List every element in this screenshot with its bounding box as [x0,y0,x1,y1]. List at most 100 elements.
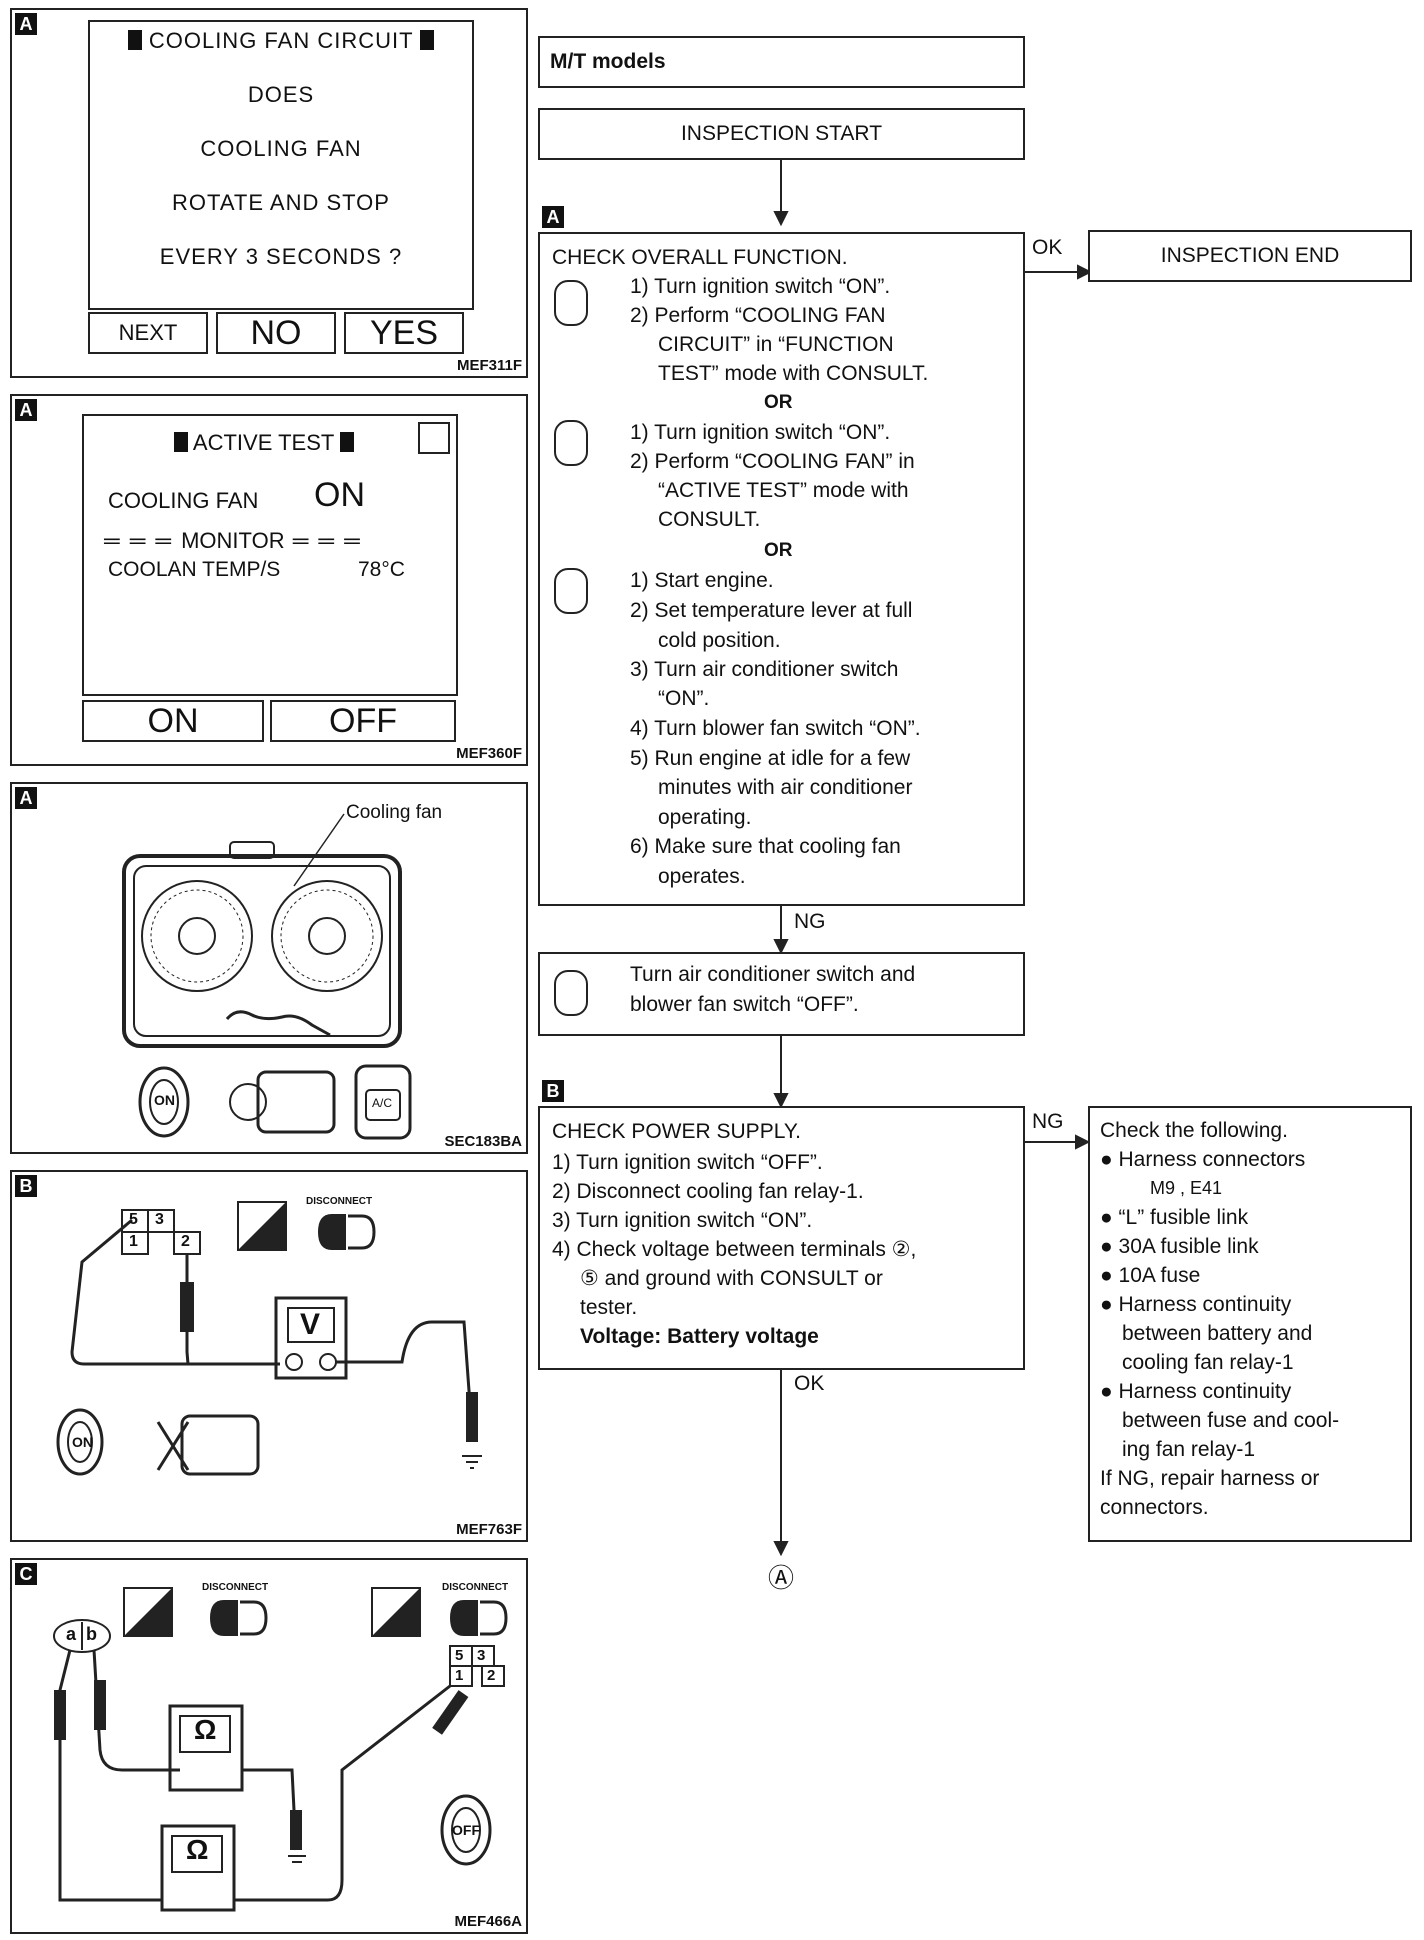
check-item: ● “L” fusible link [1100,1206,1249,1229]
disconnect-label: DISCONNECT [202,1582,269,1593]
step-tag-b: B [542,1080,564,1102]
checkbox[interactable] [418,422,450,454]
on-button[interactable]: ON [82,700,264,742]
next-button[interactable]: NEXT [88,312,208,354]
check-item: ● 30A fusible link [1100,1235,1259,1258]
continuity-circuit-drawing [53,1587,508,1912]
step-line: TEST” mode with CONSULT. [658,362,929,385]
step-line: 1) Turn ignition switch “ON”. [630,275,891,298]
ok-label: OK [794,1372,825,1395]
power-line: 4) Check voltage between terminals ②, [552,1238,917,1261]
connector-pin-b: b [86,1624,97,1644]
yes-button[interactable]: YES [344,312,464,354]
check-item: cooling fan relay-1 [1122,1351,1294,1374]
figure-code: MEF763F [456,1521,522,1538]
ok-label: OK [1032,236,1063,259]
step-line: operating. [658,806,752,829]
figure-code: MEF466A [454,1913,522,1930]
disconnect-label: DISCONNECT [442,1582,509,1593]
relay-terminal: 1 [129,1233,138,1250]
ohmmeter-label: Ω [194,1714,217,1745]
step-line: 1) Start engine. [630,569,774,592]
screen-title: COOLING FAN CIRCUIT [90,28,472,54]
check-overall-function-box [538,232,1025,906]
row-label: COOLING FAN [108,488,259,513]
step-tag: A [15,13,37,35]
check-item: ing fan relay-1 [1122,1438,1256,1461]
step-line: 2) Set temperature lever at full [630,599,913,622]
screen-line: EVERY 3 SECONDS ? [159,244,403,269]
inspection-end-box: INSPECTION END [1088,230,1412,282]
screen-title: ACTIVE TEST [174,430,355,456]
repair-note: connectors. [1100,1496,1209,1519]
step-tag-a: A [542,206,564,228]
voltage-circuit-drawing [56,1201,482,1476]
step-line: “ACTIVE TEST” mode with [658,479,909,502]
radiator-fan-drawing [122,813,412,1140]
panel-continuity-check: C a b Ω Ω 5 3 1 2 [10,1558,528,1934]
consult-icon [554,420,588,466]
ng-label: NG [794,910,826,933]
key-off-label: OFF [452,1822,480,1838]
check-item: ● Harness connectors [1100,1148,1306,1171]
step-line: operates. [658,865,746,888]
sensor-label: COOLAN TEMP/S [108,558,281,581]
step-line: cold position. [658,629,781,652]
panel-cooling-fan-circuit: A COOLING FAN CIRCUIT DOES COOLING FAN R… [10,8,528,378]
inspection-start-label: INSPECTION START [680,122,883,145]
monitor-divider: ═ ═ ═ MONITOR ═ ═ ═ [104,528,362,553]
step-tag: A [15,787,37,809]
relay-terminal: 2 [487,1667,496,1684]
disconnect-label: DISCONNECT [306,1196,373,1207]
step-line: 6) Make sure that cooling fan [630,835,901,858]
key-on-label: ON [72,1434,93,1450]
relay-terminal: 5 [455,1647,464,1664]
consult-screen: ACTIVE TEST COOLING FAN ON ═ ═ ═ MONITOR… [82,414,458,696]
panel-active-test: A ACTIVE TEST COOLING FAN ON ═ ═ ═ MONIT… [10,394,528,766]
relay-terminal: 2 [181,1233,190,1250]
step-line: CONSULT. [658,508,761,531]
step-line: “ON”. [658,687,710,710]
repair-note: If NG, repair harness or [1100,1467,1320,1490]
step-line: 3) Turn air conditioner switch [630,658,899,681]
panel-cooling-fan-illustration: A Cooling fan ON A/C SEC183BA [10,782,528,1154]
no-button[interactable]: NO [216,312,336,354]
relay-terminal: 3 [155,1211,164,1228]
connector-codes: M9 , E41 [1150,1178,1223,1198]
consult-screen: COOLING FAN CIRCUIT DOES COOLING FAN ROT… [88,20,474,310]
or-divider: OR [760,540,797,562]
screen-line: COOLING FAN [200,136,362,161]
check-overall-title: CHECK OVERALL FUNCTION. [552,246,848,269]
power-line: 1) Turn ignition switch “OFF”. [552,1151,823,1174]
turn-off-line: Turn air conditioner switch and [630,963,916,986]
figure-code: MEF311F [456,357,522,374]
next-page-marker: Ⓐ [768,1563,795,1593]
ac-switch-label: A/C [372,1096,393,1110]
relay-terminal: 1 [455,1667,464,1684]
voltage-spec: Voltage: Battery voltage [580,1325,819,1348]
screen-line: ROTATE AND STOP [172,190,390,215]
figure-code: SEC183BA [444,1133,522,1150]
check-item: ● Harness continuity [1100,1380,1292,1403]
screen-line: DOES [247,82,315,107]
step-line: 2) Perform “COOLING FAN” in [630,450,915,473]
key-on-label: ON [154,1092,175,1108]
step-line: 5) Run engine at idle for a few [630,747,911,770]
connector-pin-a: a [66,1624,77,1644]
check-item: between fuse and cool- [1122,1409,1340,1432]
check-item: ● Harness continuity [1100,1293,1292,1316]
step-line: minutes with air conditioner [658,776,913,799]
step-line: 1) Turn ignition switch “ON”. [630,421,891,444]
power-title: CHECK POWER SUPPLY. [552,1120,801,1143]
panel-voltage-check: B 5 3 1 2 V DISCONNECT ON MEF763F [10,1170,528,1542]
power-line: tester. [580,1296,638,1319]
row-value: ON [314,476,365,514]
off-button[interactable]: OFF [270,700,456,742]
or-divider: OR [760,392,797,414]
voltmeter-label: V [300,1308,321,1341]
turn-off-line: blower fan switch “OFF”. [630,993,859,1016]
step-tag: C [15,1563,37,1585]
ng-label: NG [1032,1110,1064,1133]
no-consult-icon [554,568,588,614]
consult-icon [554,280,588,326]
